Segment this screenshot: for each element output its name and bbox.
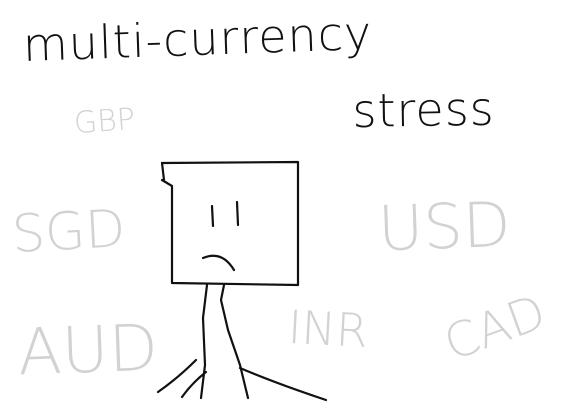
- figure-right-foot: [238, 366, 328, 402]
- figure-frown-mouth: [201, 254, 236, 272]
- figure-body-left: [199, 283, 209, 400]
- figure-body-right: [219, 283, 250, 400]
- figure-head-top-left: [160, 161, 166, 182]
- figure-left-foot: [156, 358, 198, 394]
- figure-right-eye: [235, 200, 240, 227]
- figure-head-box: [160, 160, 300, 287]
- figure-left-eye: [210, 204, 215, 228]
- figure-left-foot-2: [180, 370, 208, 399]
